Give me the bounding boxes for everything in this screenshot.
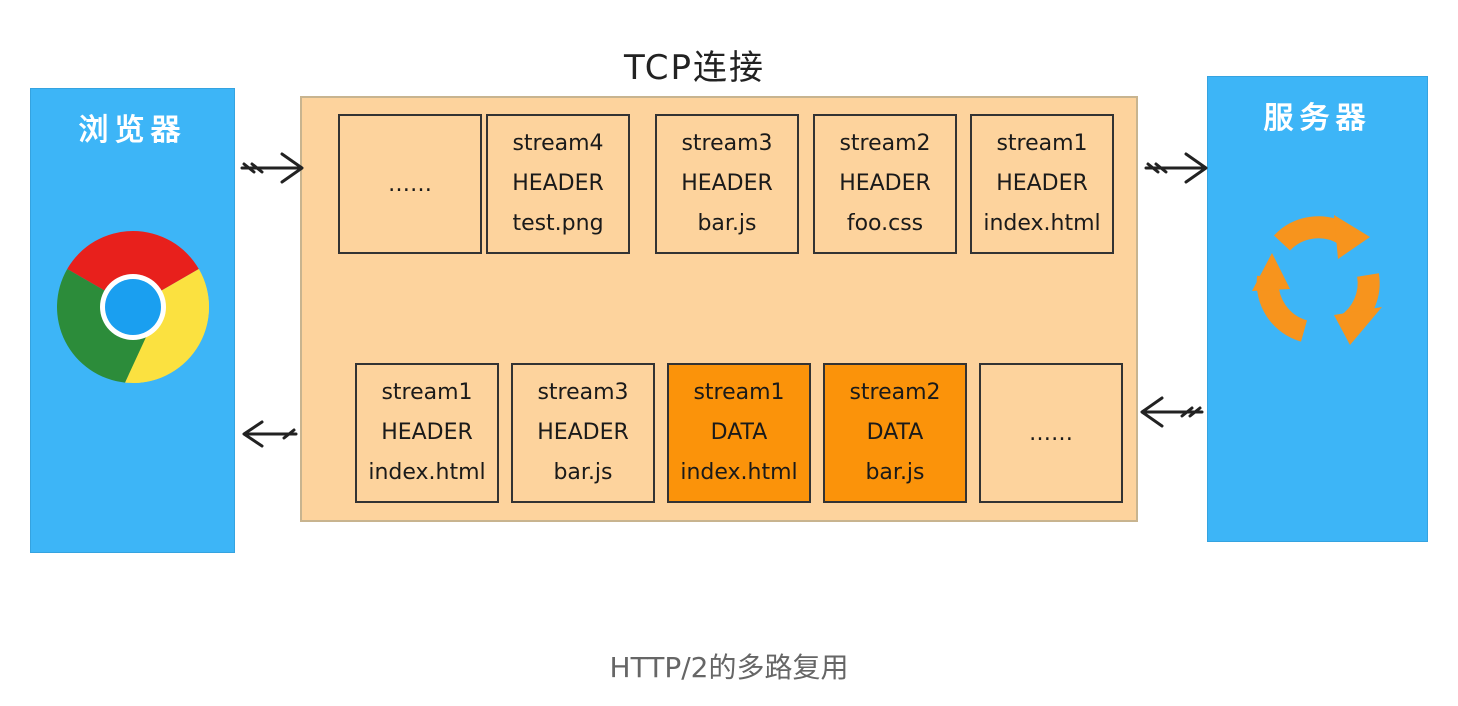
outgoing-frame-stream2-header: stream2 HEADER foo.css bbox=[813, 114, 957, 254]
server-label: 服务器 bbox=[1263, 101, 1372, 136]
frame-resource: index.html bbox=[368, 460, 486, 485]
frame-stream: stream1 bbox=[996, 131, 1088, 156]
frame-resource: test.png bbox=[512, 211, 604, 236]
incoming-frame-stream3-header: stream3 HEADER bar.js bbox=[511, 363, 655, 503]
frame-type: HEADER bbox=[681, 171, 773, 196]
incoming-ellipsis-frame: …… bbox=[979, 363, 1123, 503]
server-to-tcp-arrow-icon bbox=[1140, 396, 1204, 428]
outgoing-ellipsis-frame: …… bbox=[338, 114, 482, 254]
frame-resource: index.html bbox=[680, 460, 798, 485]
frame-type: HEADER bbox=[996, 171, 1088, 196]
frame-type: HEADER bbox=[537, 420, 629, 445]
frame-resource: index.html bbox=[983, 211, 1101, 236]
frame-stream: stream3 bbox=[681, 131, 773, 156]
browser-to-tcp-arrow-icon bbox=[240, 152, 304, 184]
frame-stream: stream1 bbox=[381, 380, 473, 405]
tcp-to-server-arrow-icon bbox=[1144, 152, 1208, 184]
frame-stream: stream2 bbox=[839, 131, 931, 156]
figure-caption: HTTP/2的多路复用 bbox=[609, 651, 849, 684]
outgoing-frame-stream3-header: stream3 HEADER bar.js bbox=[655, 114, 799, 254]
frame-stream: stream2 bbox=[849, 380, 941, 405]
browser-panel: 浏览器 bbox=[30, 88, 235, 553]
tcp-connection-title: TCP连接 bbox=[624, 48, 766, 88]
incoming-frame-stream1-data: stream1 DATA index.html bbox=[667, 363, 811, 503]
frame-resource: bar.js bbox=[697, 211, 757, 236]
incoming-frame-stream1-header: stream1 HEADER index.html bbox=[355, 363, 499, 503]
frame-resource: bar.js bbox=[553, 460, 613, 485]
frame-resource: foo.css bbox=[846, 211, 924, 236]
frame-type: HEADER bbox=[839, 171, 931, 196]
server-panel: 服务器 bbox=[1207, 76, 1428, 542]
browser-label: 浏览器 bbox=[78, 113, 187, 148]
frame-stream: stream1 bbox=[693, 380, 785, 405]
chrome-logo-icon bbox=[57, 231, 209, 384]
frame-stream: stream3 bbox=[537, 380, 629, 405]
outgoing-frame-stream4-header: stream4 HEADER test.png bbox=[486, 114, 630, 254]
frame-resource: bar.js bbox=[865, 460, 925, 485]
frame-type: HEADER bbox=[381, 420, 473, 445]
frame-ellipsis: …… bbox=[388, 171, 432, 197]
frame-type: HEADER bbox=[512, 171, 604, 196]
frame-type: DATA bbox=[866, 420, 924, 445]
frame-stream: stream4 bbox=[512, 131, 604, 156]
tcp-to-browser-arrow-icon bbox=[242, 420, 298, 448]
incoming-frame-stream2-data: stream2 DATA bar.js bbox=[823, 363, 967, 503]
outgoing-frame-stream1-header: stream1 HEADER index.html bbox=[970, 114, 1114, 254]
frame-ellipsis: …… bbox=[1029, 420, 1073, 446]
frame-type: DATA bbox=[710, 420, 768, 445]
refresh-cycle-icon bbox=[1252, 215, 1382, 345]
